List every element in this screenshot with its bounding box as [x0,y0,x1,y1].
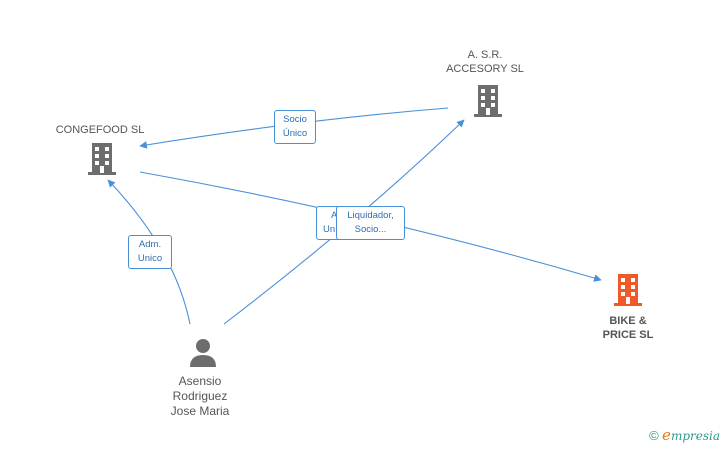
copyright-brand: © empresia [649,426,720,444]
socio-unico-line2: Único [282,128,308,139]
node-label-bike[interactable]: BIKE & PRICE SL [578,314,678,342]
hidden-line2: Un [323,224,336,235]
edge-label-socio-unico[interactable]: Socio Único [274,110,316,144]
brand-initial: e [662,426,671,444]
node-label-congefood[interactable]: CONGEFOOD SL [40,123,160,137]
edge-label-adm-unico[interactable]: Adm. Unico [128,235,172,269]
adm-unico-line2: Unico [137,253,163,264]
adm-unico-line1: Adm. [138,239,162,250]
liquidador-line1: Liquidador, [347,210,394,221]
bike-name-line1: BIKE & [609,315,647,327]
node-label-asr[interactable]: A. S.R. ACCESORY SL [425,48,545,76]
bike-name-line2: PRICE SL [602,329,654,341]
person-icon[interactable] [189,338,217,368]
asr-name-line1: A. S.R. [467,49,503,61]
congefood-name: CONGEFOOD SL [55,124,145,136]
building-icon[interactable] [472,84,504,118]
building-highlight-icon[interactable] [612,273,644,307]
socio-unico-line1: Socio [283,114,307,125]
copyright-symbol: © [649,428,659,443]
asensio-name-line2: Rodriguez [172,389,228,403]
hidden-line1: A [331,210,338,221]
node-label-asensio[interactable]: Asensio Rodriguez Jose Maria [150,374,250,419]
liquidador-line2: Socio... [354,224,387,235]
asr-name-line2: ACCESORY SL [446,63,524,75]
asensio-name-line1: Asensio [178,374,222,388]
brand-name: mpresia [670,429,720,443]
asensio-name-line3: Jose Maria [170,404,230,418]
edge-label-liquidador[interactable]: Liquidador, Socio... [336,206,405,240]
building-icon[interactable] [86,142,118,176]
